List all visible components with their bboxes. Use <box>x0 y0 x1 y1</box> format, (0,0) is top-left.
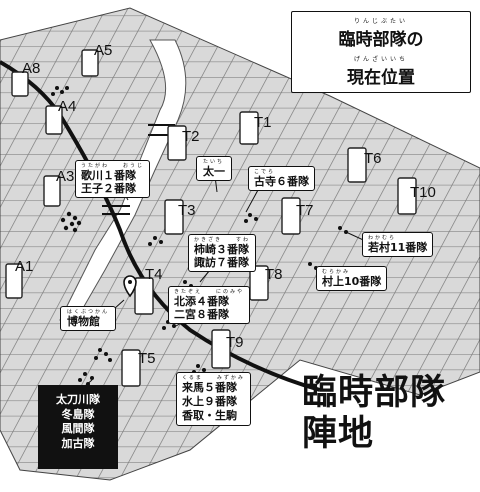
label-utagawa-oji: うたがわ おうじ 歌川１番隊 王子２番隊 <box>75 160 151 199</box>
tower-label-t2: T2 <box>182 128 200 145</box>
label-kitazoe-ninomiya: きたぞえ にのみや 北添４番隊 二宮８番隊 <box>168 286 251 325</box>
tower-label-t4: T4 <box>145 266 163 283</box>
tower-label-t10: T10 <box>410 184 436 201</box>
base-label-line1: 臨時部隊 <box>302 373 447 413</box>
label-main-squads: 太刀川隊 冬島隊 風間隊 加古隊 <box>38 385 118 469</box>
label-kakizaki-suwa: かきざき すわ 柿崎３番隊 諏訪７番隊 <box>188 234 257 273</box>
tower-pillar-a1 <box>5 263 23 299</box>
label-utagawa-ruby: うたがわ おうじ <box>81 163 145 169</box>
label-kodera-ruby: こでら <box>254 169 276 175</box>
label-kuruma-line2: 水上９番隊 <box>182 395 237 408</box>
title-line1-ruby: りんじぶたい <box>353 18 408 25</box>
base-label-line2: 陣地 <box>302 414 375 455</box>
label-wakamura-line1: 若村11番隊 <box>368 241 428 254</box>
label-kitazoe-ruby: きたぞえ にのみや <box>174 289 245 295</box>
main-squad-2: 冬島隊 <box>61 407 95 421</box>
tower-label-a3: A3 <box>56 168 75 185</box>
label-kakizaki-line1: 柿崎３番隊 <box>194 243 249 256</box>
tower-label-t6: T6 <box>364 150 382 167</box>
tower-pillar-t6 <box>347 147 367 183</box>
label-kakizaki-ruby: かきざき すわ <box>194 237 251 243</box>
tower-pillar-a5 <box>81 49 99 77</box>
label-museum-ruby: はくぶつかん <box>67 309 110 315</box>
label-kitazoe-line2: 二宮８番隊 <box>174 308 229 322</box>
label-kuruma-line1: 来馬５番隊 <box>182 381 237 395</box>
tower-pillar-t7 <box>281 197 301 235</box>
label-utagawa-line2: 王子２番隊 <box>81 182 136 196</box>
tower-label-t8: T8 <box>265 266 283 283</box>
tower-label-a1: A1 <box>15 258 34 275</box>
tower-pillar-a4 <box>45 105 63 135</box>
tower-label-a4: A4 <box>58 98 77 115</box>
railway <box>0 60 321 392</box>
tower-label-t5: T5 <box>138 350 156 367</box>
tower-pillars <box>5 49 417 387</box>
label-murakami-line1: 村上10番隊 <box>322 275 382 288</box>
tower-pillar-t2 <box>167 125 187 161</box>
label-kakizaki-line2: 諏訪７番隊 <box>194 256 249 270</box>
label-murakami: むらかみ 村上10番隊 <box>316 266 388 292</box>
tower-pillar-t4 <box>134 277 154 315</box>
label-taichi-line1: 太一 <box>203 165 225 178</box>
tower-label-t9: T9 <box>226 334 244 351</box>
label-murakami-ruby: むらかみ <box>322 269 351 275</box>
title-line2: 現在位置 <box>347 68 415 88</box>
tower-pillar-t5 <box>121 349 141 387</box>
tower-label-a8: A8 <box>22 60 41 77</box>
label-taichi: たいち 太一 <box>196 156 232 182</box>
tower-pillar-t9 <box>211 329 231 369</box>
label-kuruma-mizukami: くるま みずかみ 来馬５番隊 水上９番隊 香取・生駒 <box>176 372 251 426</box>
label-utagawa-line1: 歌川１番隊 <box>81 169 136 182</box>
label-kitazoe-line1: 北添４番隊 <box>174 295 229 308</box>
tower-pillar-t8 <box>249 265 269 301</box>
label-wakamura-ruby: わかむら <box>368 235 397 241</box>
label-kodera: こでら 古寺６番隊 <box>248 166 315 192</box>
tower-pillar-a8 <box>11 71 29 97</box>
base-label: 臨時部隊 陣地 <box>302 373 446 456</box>
label-taichi-ruby: たいち <box>203 159 225 165</box>
title-box: りんじぶたい 臨時部隊の げんざいいち 現在位置 <box>291 11 471 93</box>
museum-pin-icon <box>123 275 137 298</box>
tower-label-a5: A5 <box>94 42 113 59</box>
tower-label-t1: T1 <box>254 114 272 131</box>
tower-label-t3: T3 <box>178 202 196 219</box>
main-squad-3: 風間隊 <box>61 422 95 436</box>
tower-pillar-t3 <box>164 199 184 235</box>
title-line1: 臨時部隊の <box>338 30 424 50</box>
tower-pillar-t1 <box>239 111 259 145</box>
tower-pillar-t10 <box>397 177 417 215</box>
label-kuruma-ruby: くるま みずかみ <box>182 375 245 381</box>
label-wakamura: わかむら 若村11番隊 <box>362 232 434 258</box>
tower-pillar-a3 <box>43 175 61 207</box>
label-kuruma-line3: 香取・生駒 <box>182 408 237 422</box>
label-kodera-line1: 古寺６番隊 <box>254 175 309 188</box>
tower-label-t7: T7 <box>296 202 314 219</box>
main-squad-4: 加古隊 <box>61 436 95 450</box>
label-museum-line1: 博物館 <box>67 315 100 328</box>
title-line2-ruby: げんざいいち <box>353 56 408 63</box>
label-museum: はくぶつかん 博物館 <box>60 306 117 332</box>
main-squad-1: 太刀川隊 <box>56 393 100 406</box>
